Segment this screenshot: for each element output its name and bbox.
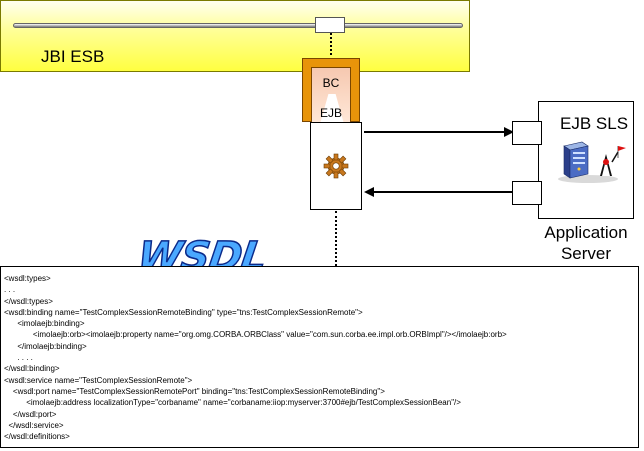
- code-line: </imolaejb:binding>: [4, 341, 87, 351]
- code-line: <wsdl:types>: [4, 274, 51, 283]
- esb-label: JBI ESB: [41, 47, 105, 66]
- code-line: </wsdl:port>: [4, 409, 57, 419]
- code-line: <wsdl:binding name="TestComplexSessionRe…: [4, 307, 363, 317]
- application-server-label: Application Server: [530, 222, 642, 264]
- call-arrow-right: [364, 127, 514, 137]
- ejb-wsdl-dotted-link: [335, 211, 337, 266]
- code-line: . . . .: [4, 353, 33, 363]
- as-label-line2: Server: [560, 244, 612, 263]
- as-port-in: [512, 121, 542, 145]
- code-line: <wsdl:service name="TestComplexSessionRe…: [4, 375, 193, 385]
- code-line: <imolaejb:orb><imolaejb:property name="o…: [4, 330, 507, 340]
- as-label-line1: Application: [544, 223, 628, 242]
- esb-bc-dotted-link: [330, 33, 332, 55]
- jbi-esb-band: JBI ESB: [0, 0, 470, 72]
- ejb-sls-label: EJB SLS: [560, 114, 629, 133]
- return-arrow-left: [364, 187, 514, 197]
- code-line: <imolaejb:address localizationType="corb…: [4, 398, 461, 408]
- bc-inner-panel: BC: [311, 67, 351, 124]
- bc-component: BC: [302, 58, 360, 124]
- code-line: </wsdl:definitions>: [4, 432, 70, 442]
- server-duke-icon: [558, 141, 626, 183]
- gear-icon: [323, 153, 349, 179]
- esb-connector: [315, 17, 345, 33]
- wsdl-code-box: <wsdl:types> . . . </wsdl:types> <wsdl:b…: [0, 266, 639, 448]
- bc-label: BC: [322, 76, 340, 90]
- as-port-out: [512, 181, 542, 205]
- ejb-label: EJB: [320, 106, 343, 120]
- code-line: . . .: [4, 285, 16, 295]
- esb-bus-bar: [13, 23, 463, 28]
- code-line: </wsdl:types>: [4, 296, 53, 306]
- ejb-box: [310, 122, 362, 210]
- code-line: </wsdl:service>: [4, 420, 64, 430]
- code-line: <wsdl:port name="TestComplexSessionRemot…: [4, 386, 385, 396]
- code-line: </wsdl:binding>: [4, 364, 60, 374]
- code-line: <imolaejb:binding>: [4, 319, 85, 329]
